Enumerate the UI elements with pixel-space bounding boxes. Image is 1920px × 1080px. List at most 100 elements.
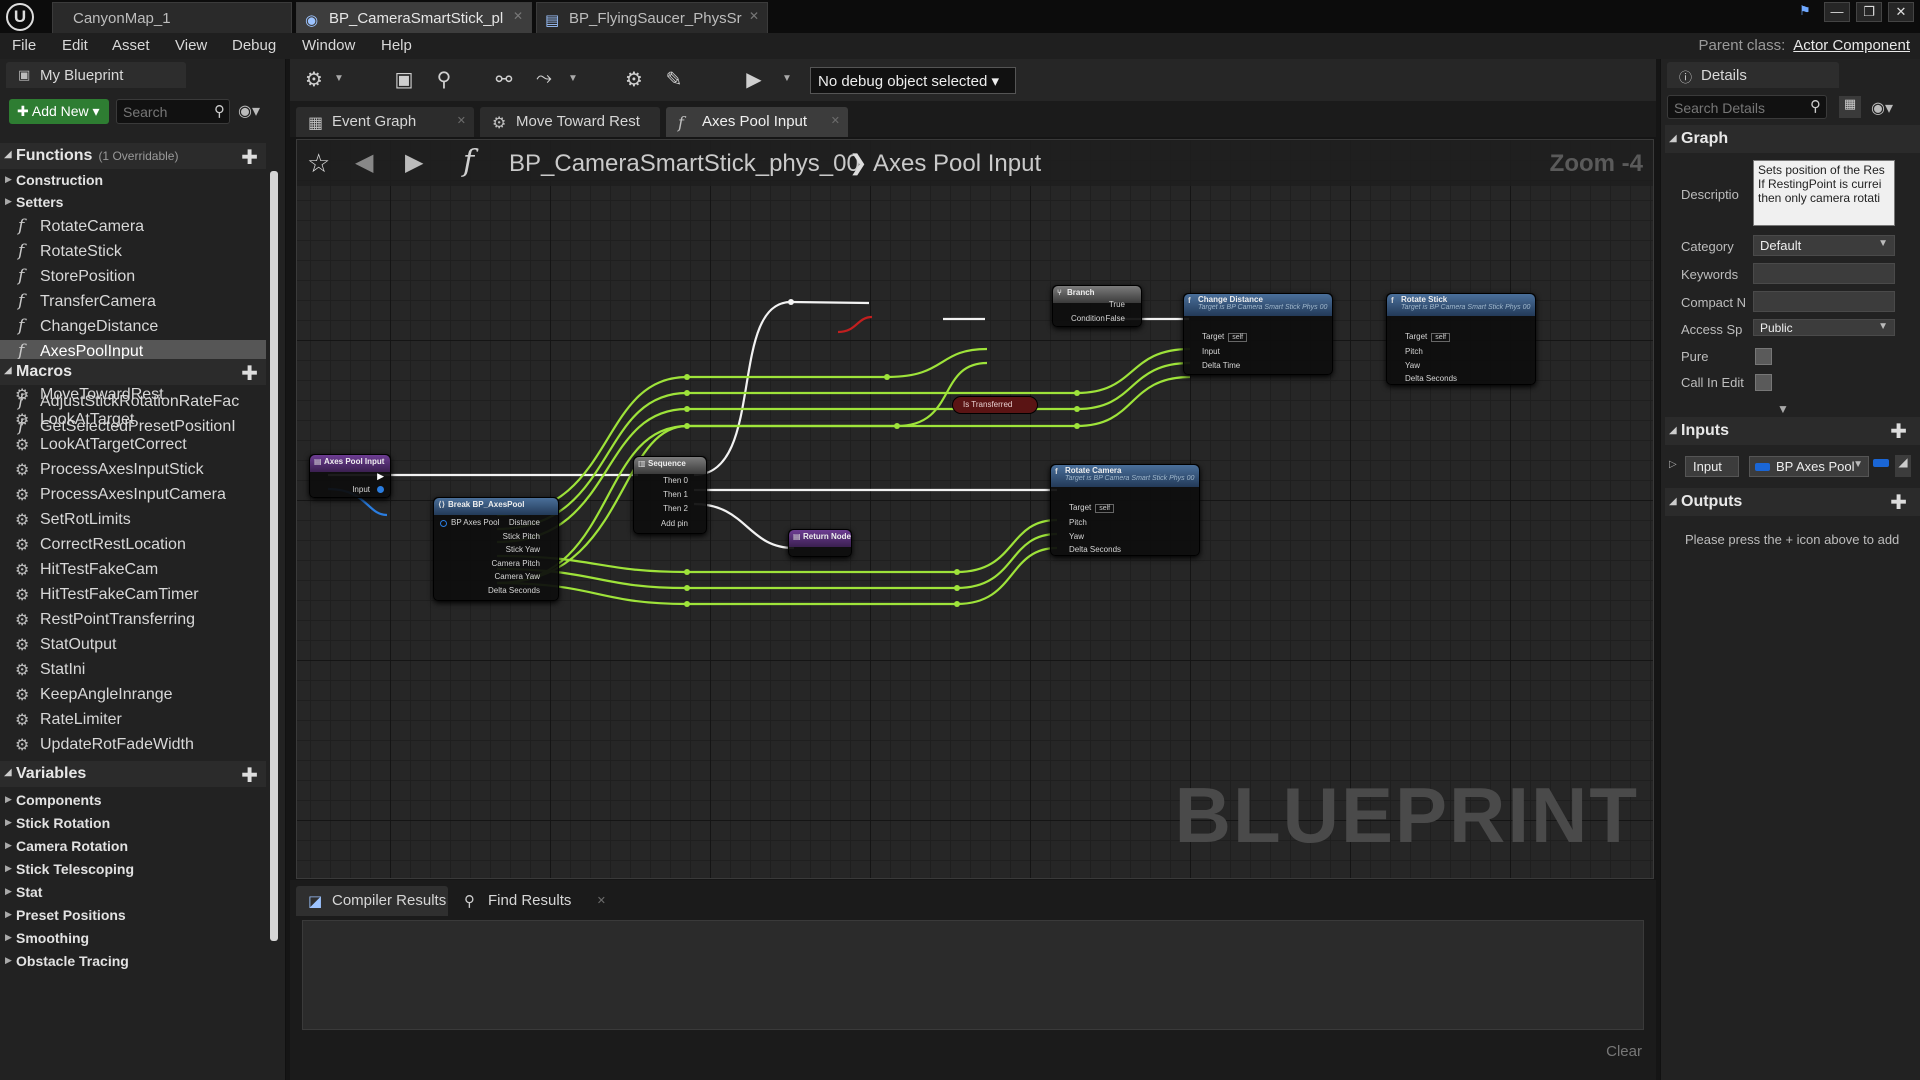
access-specifier-select[interactable]: Public▼ [1753,319,1895,336]
search-details-input[interactable]: Search Details ⚲ [1667,95,1827,119]
tab-move-toward-rest[interactable]: ⚙ Move Toward Rest [480,107,660,137]
function-item[interactable]: fTransferCamera [0,290,266,315]
doc-tab-camera-smart-stick[interactable]: ◉BP_CameraSmartStick_pl ✕ [296,2,532,33]
function-category-row[interactable]: ▶Construction [0,169,266,191]
close-icon[interactable]: ✕ [597,894,606,907]
macro-item[interactable]: ⚙ProcessAxesInputCamera [0,483,266,508]
expand-arrow-icon[interactable]: ▷ [1669,459,1677,470]
description-field[interactable]: Sets position of the Res If RestingPoint… [1753,160,1895,226]
close-window-button[interactable]: ✕ [1888,2,1914,22]
variable-category-row[interactable]: ▶Stick Rotation [0,812,266,834]
tab-compiler-results[interactable]: ◪ Compiler Results [296,886,448,916]
doc-tab-canyonmap[interactable]: CanyonMap_1 [52,2,292,33]
notification-icon[interactable]: ⚑ [1792,2,1818,22]
macro-item[interactable]: ⚙LookAtTargetCorrect [0,433,266,458]
my-blueprint-search-input[interactable]: Search ⚲ [116,99,230,124]
class-settings-icon[interactable]: ⤳ [530,67,558,93]
menu-edit[interactable]: Edit [62,37,88,54]
debug-object-select[interactable]: No debug object selected ▾ [810,67,1016,94]
variable-category-row[interactable]: ▶Stick Telescoping [0,858,266,880]
node-branch[interactable]: ⑂Branch Condition True False [1052,285,1142,327]
add-input-icon[interactable]: ✚ [1890,419,1907,444]
variable-category-row[interactable]: ▶Preset Positions [0,904,266,926]
simulation-icon[interactable]: ✎ [660,67,688,93]
maximize-button[interactable]: ❐ [1856,2,1882,22]
my-blueprint-tab[interactable]: ▣ My Blueprint [6,62,186,88]
node-change-distance[interactable]: fChange DistanceTarget is BP Camera Smar… [1183,293,1333,375]
array-toggle-icon[interactable]: ◢ [1895,455,1911,477]
exec-out-pin[interactable]: ▶ [377,471,384,482]
close-icon[interactable]: ✕ [457,114,466,127]
menu-file[interactable]: File [12,37,36,54]
graph-canvas[interactable]: ☆ ◀ ▶ f BP_CameraSmartStick_phys_00 ❯ Ax… [296,139,1654,879]
macro-item[interactable]: ⚙RateLimiter [0,708,266,733]
node-return[interactable]: ▤Return Node [788,529,852,557]
function-item[interactable]: fRotateCamera [0,215,266,240]
left-panel-scrollbar[interactable] [270,171,278,941]
call-in-editor-checkbox[interactable] [1755,374,1772,391]
category-select[interactable]: Default▼ [1753,235,1895,256]
macro-item[interactable]: ⚙CorrectRestLocation [0,533,266,558]
variable-category-row[interactable]: ▶Stat [0,881,266,903]
close-icon[interactable]: ✕ [513,9,523,23]
node-is-transferred[interactable]: Is Transferred [952,396,1038,414]
macro-item[interactable]: ⚙SetRotLimits [0,508,266,533]
compile-icon[interactable]: ⚙ [300,67,328,93]
macros-section-header[interactable]: ◢ Macros ✚ [0,359,266,385]
outputs-section-header[interactable]: ◢ Outputs ✚ [1665,488,1920,516]
function-item[interactable]: fChangeDistance [0,315,266,340]
macro-item[interactable]: ⚙StatOutput [0,633,266,658]
class-defaults-icon[interactable]: ⚙ [620,67,648,93]
play-icon[interactable]: ▶ [740,67,768,93]
macro-item[interactable]: ⚙HitTestFakeCamTimer [0,583,266,608]
menu-help[interactable]: Help [381,37,412,54]
menu-asset[interactable]: Asset [112,37,150,54]
menu-window[interactable]: Window [302,37,355,54]
macro-item[interactable]: ⚙ProcessAxesInputStick [0,458,266,483]
node-rotate-stick[interactable]: fRotate StickTarget is BP Camera Smart S… [1386,293,1536,385]
struct-in-pin[interactable] [440,520,447,527]
variable-category-row[interactable]: ▶Obstacle Tracing [0,950,266,972]
add-new-button[interactable]: ✚ Add New ▾ [9,99,109,124]
variable-category-row[interactable]: ▶Smoothing [0,927,266,949]
node-break-axes-pool[interactable]: ⟨⟩Break BP_AxesPool BP Axes Pool Distanc… [433,497,559,601]
function-category-row[interactable]: ▶Setters [0,191,266,213]
graph-section-header[interactable]: ◢ Graph [1665,125,1920,153]
doc-tab-flying-saucer[interactable]: ▤BP_FlyingSaucer_PhysSr ✕ [536,2,768,33]
clear-button[interactable]: Clear [1606,1043,1642,1060]
input-type-select[interactable]: BP Axes Pool▼ [1749,456,1869,477]
chevron-down-icon[interactable]: ▼ [568,73,578,84]
hide-unrelated-icon[interactable]: ⚯ [490,67,518,93]
save-icon[interactable]: ▣ [390,67,418,93]
function-item[interactable]: fRotateStick [0,240,266,265]
property-matrix-icon[interactable]: ▦ [1839,96,1861,118]
find-in-blueprint-icon[interactable]: ⚲ [430,67,458,93]
macro-item[interactable]: ⚙StatIni [0,658,266,683]
parent-class-link[interactable]: Actor Component [1793,37,1910,54]
variable-category-row[interactable]: ▶Components [0,789,266,811]
struct-out-pin[interactable] [377,486,384,493]
compact-node-title-input[interactable] [1753,291,1895,312]
add-output-icon[interactable]: ✚ [1890,490,1907,515]
variable-category-row[interactable]: ▶Camera Rotation [0,835,266,857]
input-name-field[interactable]: Input [1685,456,1739,477]
view-options-eye-icon[interactable]: ◉▾ [1871,98,1893,118]
macro-item[interactable]: ⚙LookAtTarget [0,408,266,433]
chevron-down-icon[interactable]: ▼ [782,73,792,84]
function-item[interactable]: fStorePosition [0,265,266,290]
details-tab[interactable]: ⓘ Details [1667,62,1839,88]
tab-event-graph[interactable]: ▦ Event Graph ✕ [296,107,474,137]
macro-item[interactable]: ⚙HitTestFakeCam [0,558,266,583]
macro-item[interactable]: ⚙KeepAngleInrange [0,683,266,708]
add-variable-icon[interactable]: ✚ [241,763,258,788]
functions-section-header[interactable]: ◢ Functions(1 Overridable) ✚ [0,143,266,169]
variables-section-header[interactable]: ◢ Variables ✚ [0,761,266,787]
tab-find-results[interactable]: ⚲ Find Results ✕ [452,886,612,916]
pin-type-icon[interactable] [1873,459,1889,467]
minimize-button[interactable]: — [1824,2,1850,22]
pure-checkbox[interactable] [1755,348,1772,365]
tab-axes-pool-input[interactable]: f Axes Pool Input ✕ [666,107,848,137]
add-function-icon[interactable]: ✚ [241,145,258,170]
macro-item[interactable]: ⚙UpdateRotFadeWidth [0,733,266,758]
menu-debug[interactable]: Debug [232,37,276,54]
